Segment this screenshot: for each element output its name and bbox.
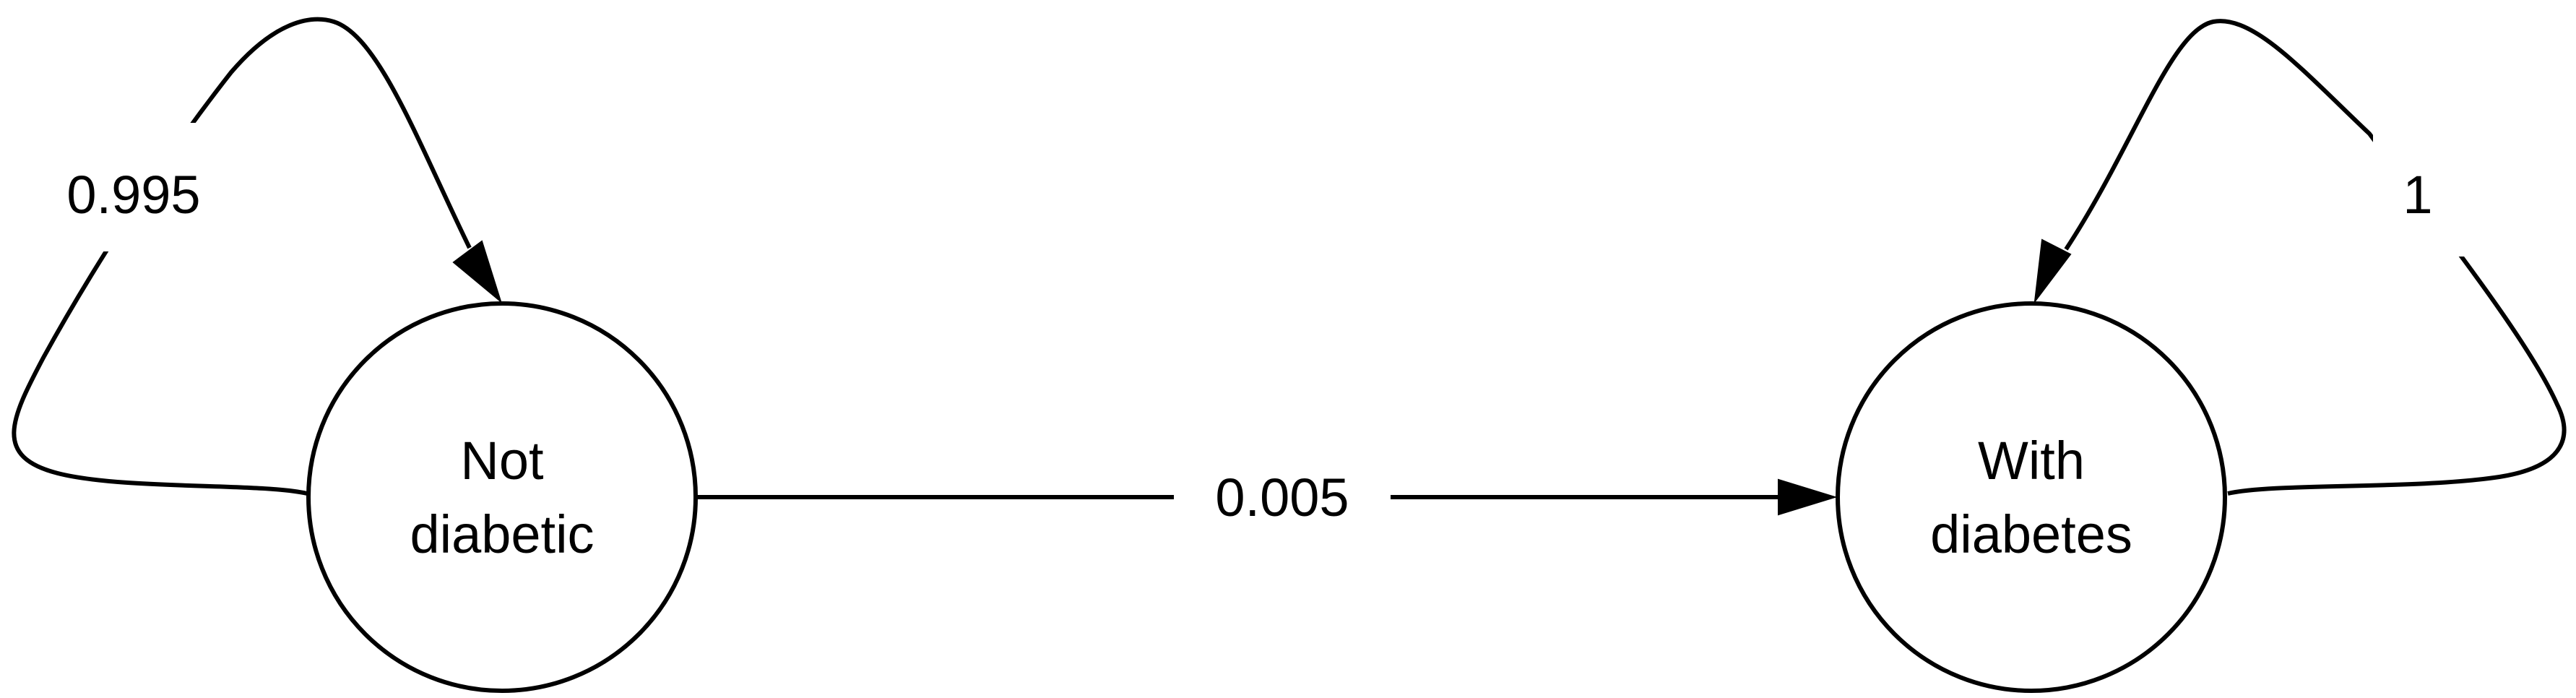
arrowhead-with-to-with — [2033, 238, 2072, 304]
node-label-not-diabetic-line2: diabetic — [410, 504, 594, 564]
node-label-with-diabetes-line1: With — [1978, 431, 2085, 491]
edge-label-with-to-with: 1 — [2403, 165, 2432, 225]
edge-not-to-with: 0.005 — [697, 444, 1838, 546]
edge-with-to-with: 1 — [2033, 19, 2567, 496]
self-loop-line-with-diabetes — [2064, 19, 2567, 496]
node-circle-with-diabetes — [1836, 301, 2227, 693]
edge-label-not-to-with: 0.005 — [1215, 468, 1349, 527]
node-with-diabetes: With diabetes — [1836, 301, 2227, 693]
node-label-not-diabetic-line1: Not — [460, 431, 544, 491]
edge-label-not-to-not: 0.995 — [66, 165, 200, 225]
node-not-diabetic: Not diabetic — [306, 301, 698, 693]
arrowhead-not-to-not — [452, 240, 502, 303]
arrowhead-not-to-with — [1778, 478, 1838, 516]
edge-not-to-not: 0.995 — [12, 17, 502, 496]
node-label-with-diabetes-line2: diabetes — [1930, 504, 2132, 564]
node-circle-not-diabetic — [306, 301, 698, 693]
